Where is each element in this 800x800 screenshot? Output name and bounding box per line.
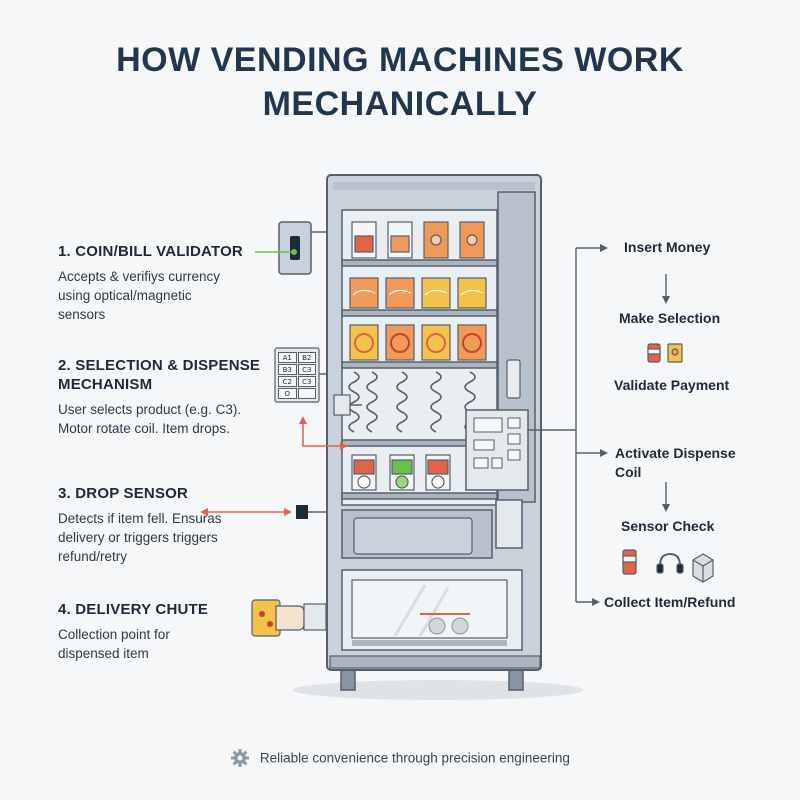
callout-delivery-chute: 4. DELIVERY CHUTE Collection point for d…	[58, 600, 288, 663]
keypad-key[interactable]: B2	[297, 352, 316, 363]
machine-shadow	[293, 680, 583, 700]
flow-step-validate-payment: Validate Payment	[614, 377, 730, 393]
panel-buttons[interactable]	[473, 417, 521, 469]
lower-panel-plate	[353, 517, 473, 555]
machine-leg-left	[340, 667, 356, 691]
flow-arrowheads	[592, 244, 670, 606]
keypad-grid[interactable]: A1 B2 B3 C3 C2 C3 O	[278, 352, 316, 399]
chute-grille	[352, 640, 507, 646]
keypad-key[interactable]: C3	[297, 364, 316, 375]
panel-screen[interactable]	[473, 417, 503, 433]
callout-drop-sensor: 3. DROP SENSOR Detects if item fell. Ens…	[58, 484, 288, 566]
gear-icon	[231, 749, 250, 767]
flow-connectors	[528, 247, 667, 603]
coil-motor	[333, 394, 351, 416]
machine-top-trim	[333, 182, 535, 190]
flow-step-sensor-check: Sensor Check	[621, 518, 715, 534]
drop-sensor	[296, 505, 308, 519]
sensor-check-icons	[622, 549, 714, 583]
callout-heading: 1. COIN/BILL VALIDATOR	[58, 243, 243, 260]
keypad-key[interactable]: O	[278, 388, 297, 399]
flow-step-activate-coil: Activate Dispense Coil	[615, 445, 736, 480]
keypad-key[interactable]: B3	[278, 364, 297, 375]
title-line-1: HOW VENDING MACHINES WORK	[116, 41, 684, 79]
callout-heading: 4. DELIVERY CHUTE	[58, 601, 209, 618]
snack-icons	[647, 343, 683, 363]
machine-leg-right	[508, 667, 524, 691]
footer: Reliable convenience through precision e…	[0, 748, 800, 768]
keypad-key[interactable]: C2	[278, 376, 297, 387]
callout-heading: 2. SELECTION & DISPENSE MECHANISM	[58, 357, 261, 393]
coin-return[interactable]	[495, 499, 523, 549]
product-row-1	[351, 221, 485, 259]
display-slot	[506, 359, 521, 399]
keypad-key[interactable]	[297, 388, 316, 399]
flow-step-make-selection: Make Selection	[619, 310, 721, 326]
flow-step-insert-money: Insert Money	[624, 239, 711, 255]
page-title: HOW VENDING MACHINES WORK MECHANICALLY	[0, 38, 800, 126]
callout-body: User selects product (e.g. C3). Motor ro…	[58, 402, 242, 436]
keypad-key[interactable]: C3	[297, 376, 316, 387]
footer-text: Reliable convenience through precision e…	[259, 750, 570, 766]
dispense-pointer	[302, 420, 344, 447]
machine-base	[329, 655, 541, 669]
hand-with-item-icon	[251, 599, 327, 637]
callout-body: Accepts & verifiys currency using optica…	[58, 269, 221, 322]
callout-coin-bill-validator: 1. COIN/BILL VALIDATOR Accepts & verifiy…	[58, 242, 288, 324]
flow-step-collect-item: Collect Item/Refund	[604, 594, 736, 610]
callout-body: Detects if item fell. Ensuras delivery o…	[58, 511, 222, 564]
callout-heading: 3. DROP SENSOR	[58, 485, 189, 502]
keypad-key[interactable]: A1	[278, 352, 297, 363]
callout-body: Collection point for dispensed item	[58, 627, 170, 661]
product-row-2	[349, 277, 487, 309]
title-line-2: MECHANICALLY	[262, 85, 538, 123]
shelves	[341, 259, 498, 500]
product-row-3	[349, 324, 487, 361]
bill-slot[interactable]	[290, 236, 300, 260]
callout-selection-dispense: 2. SELECTION & DISPENSE MECHANISM User s…	[58, 356, 273, 438]
product-row-4	[351, 454, 451, 491]
